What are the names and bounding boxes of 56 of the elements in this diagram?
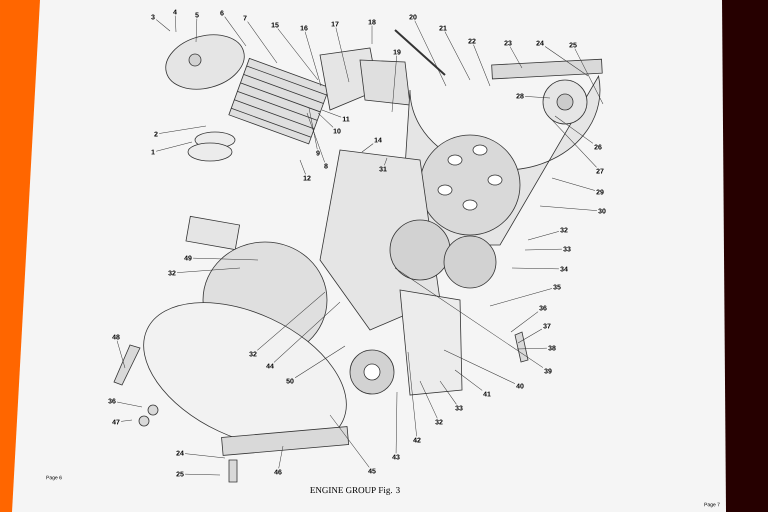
leader-line (224, 16, 246, 46)
leader-line (184, 453, 226, 458)
leader-line (184, 474, 220, 476)
leader-line (552, 178, 596, 191)
leader-line (414, 20, 446, 86)
leader-line (510, 311, 538, 332)
leader-line (473, 44, 490, 86)
leader-line (308, 108, 318, 150)
leader-line (394, 268, 544, 368)
leader-line (304, 31, 322, 86)
leader-line (552, 120, 597, 168)
leader-line (116, 340, 126, 368)
leader-line (192, 258, 258, 260)
leader-line (362, 143, 374, 152)
leader-line (336, 27, 350, 82)
leader-line (318, 112, 334, 128)
leader-line (156, 142, 192, 152)
leader-line (396, 392, 398, 454)
leader-line (322, 110, 342, 118)
leader-line (440, 380, 457, 405)
leader-line (257, 292, 326, 351)
leader-line (247, 21, 278, 64)
leader-line (444, 350, 516, 384)
leader-line (444, 31, 470, 80)
leader-line (330, 414, 370, 468)
leader-line (408, 352, 417, 437)
leader-line (490, 288, 552, 306)
leader-line (540, 206, 598, 211)
leader-line (512, 268, 560, 270)
leader-line (518, 328, 542, 344)
leader-line (174, 15, 176, 32)
leader-line (528, 231, 560, 240)
leader-line (420, 380, 438, 419)
leader-line (516, 348, 548, 350)
leader-line (544, 46, 588, 76)
leader-line (176, 268, 240, 273)
leader-line (158, 126, 206, 134)
leader-line (120, 420, 132, 422)
leader-line (278, 446, 284, 469)
leader-line (524, 96, 550, 98)
leader-line (300, 160, 306, 175)
leader-line (554, 116, 594, 144)
figure-caption: ENGINE GROUP Fig. 3 (310, 487, 400, 495)
leader-line (278, 28, 318, 80)
leader-line (392, 55, 397, 112)
leader-line (510, 46, 522, 68)
leader-line (574, 48, 604, 104)
leader-line (384, 158, 388, 166)
leader-line (196, 18, 198, 42)
leader-line (156, 19, 170, 32)
leader-line (306, 112, 325, 163)
leader-line (524, 248, 562, 250)
leader-line (116, 402, 142, 408)
leader-line (294, 346, 346, 378)
leader-line (274, 302, 340, 363)
leader-line (454, 370, 482, 391)
